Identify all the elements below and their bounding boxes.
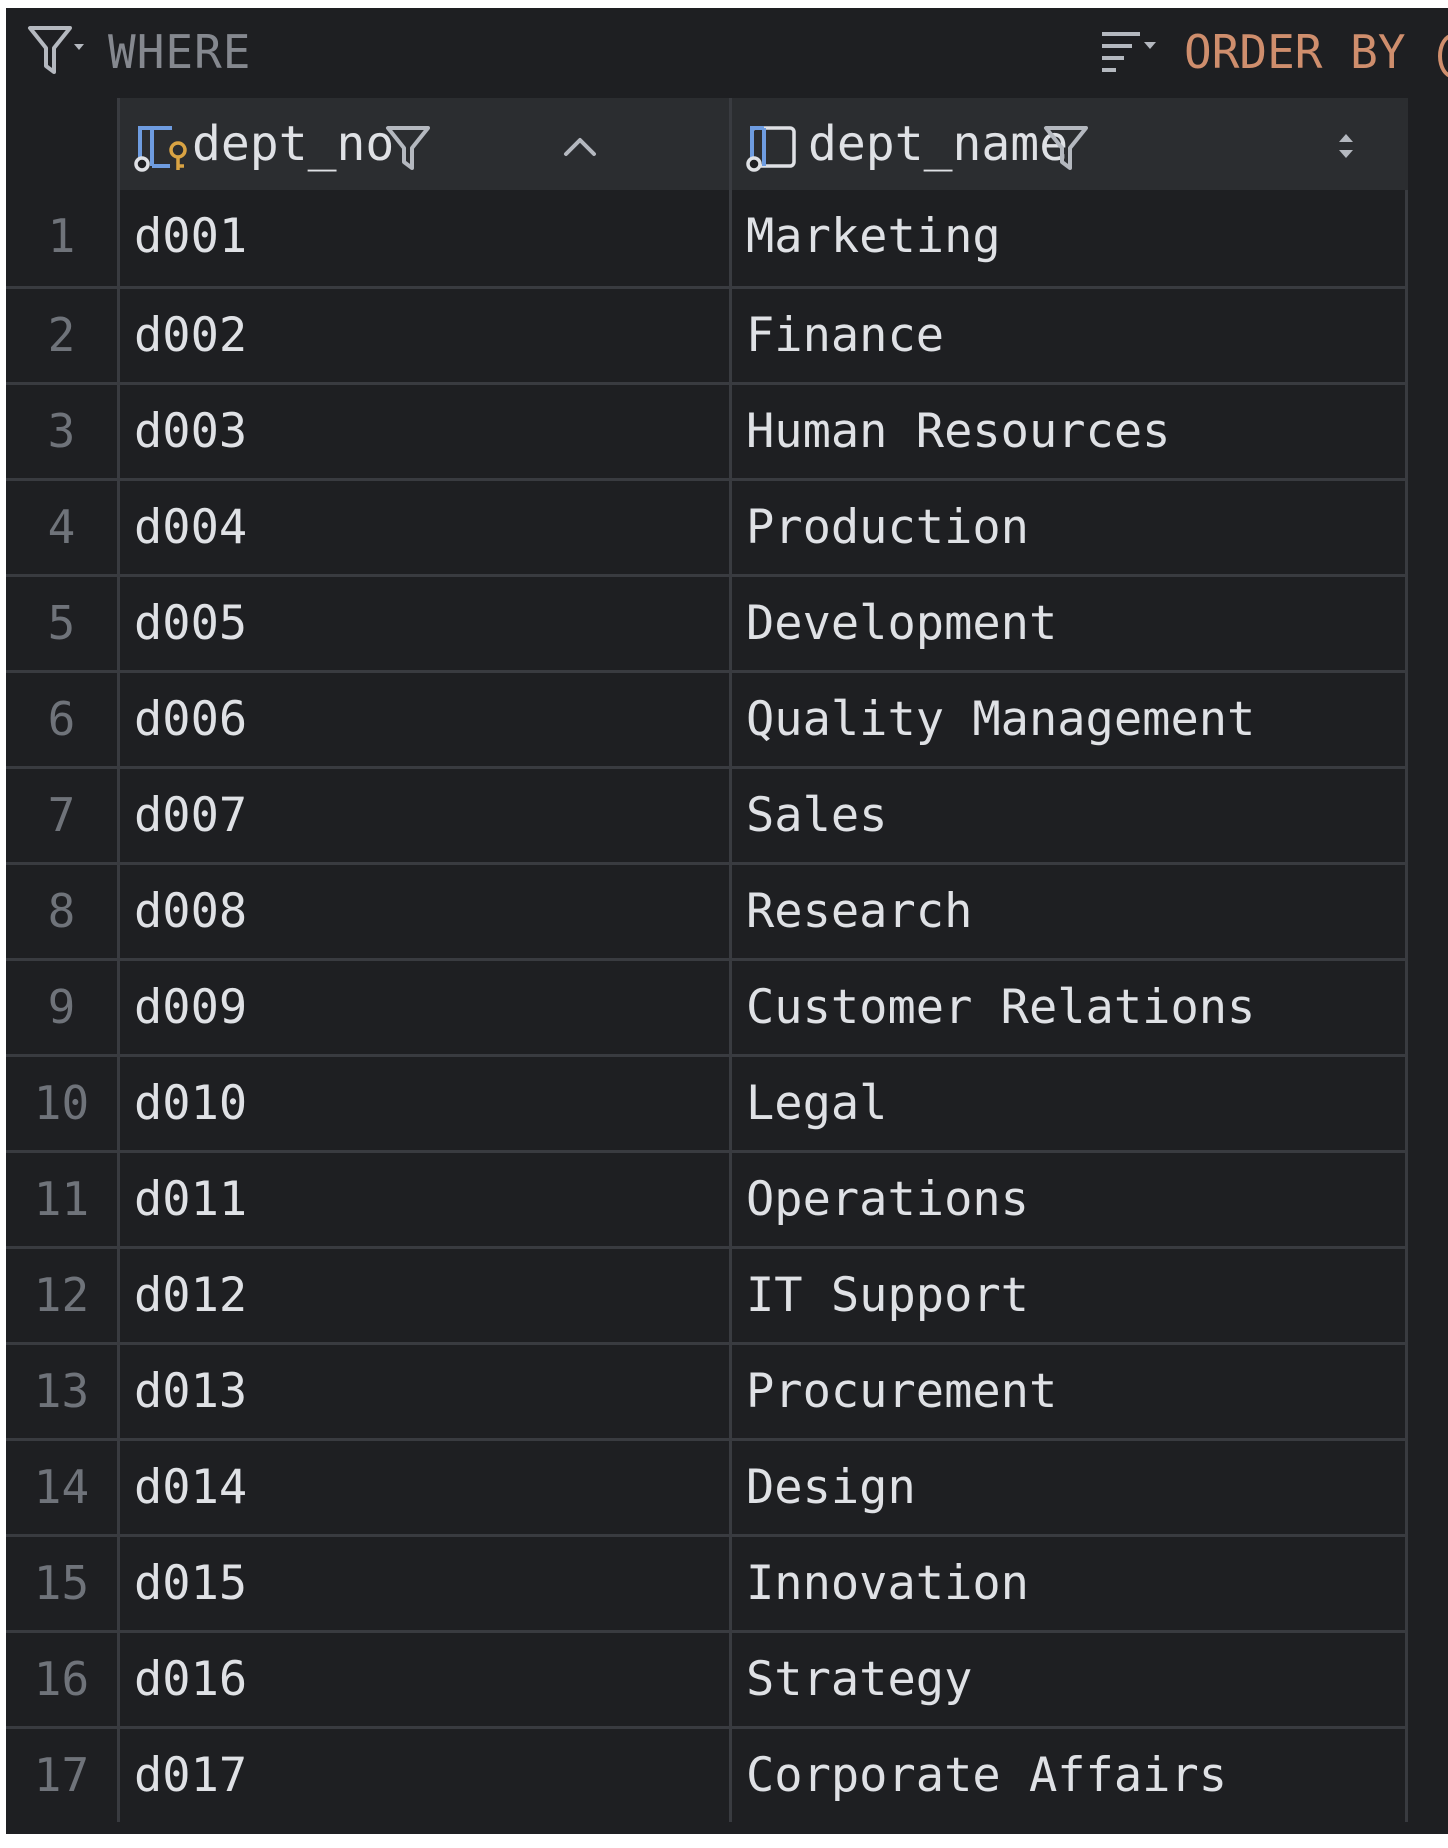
cell-dept-no[interactable]: d011 — [120, 1153, 732, 1246]
row-number[interactable]: 9 — [6, 961, 120, 1054]
row-number[interactable]: 1 — [6, 190, 120, 286]
row-number[interactable]: 16 — [6, 1633, 120, 1726]
cell-dept-no[interactable]: d005 — [120, 577, 732, 670]
cell-dept-name[interactable]: Legal — [732, 1057, 1408, 1150]
column-label: dept_name — [808, 116, 1069, 172]
cell-dept-no[interactable]: d014 — [120, 1441, 732, 1534]
sort-ascending-icon[interactable] — [560, 128, 600, 164]
row-number[interactable]: 10 — [6, 1057, 120, 1150]
cell-dept-name[interactable]: Finance — [732, 289, 1408, 382]
cell-dept-no[interactable]: d002 — [120, 289, 732, 382]
cell-dept-no[interactable]: d003 — [120, 385, 732, 478]
table-row[interactable]: 7 d007 Sales — [6, 766, 1408, 862]
table-row[interactable]: 13 d013 Procurement — [6, 1342, 1408, 1438]
cell-dept-no[interactable]: d012 — [120, 1249, 732, 1342]
sort-lines-dropdown-icon[interactable] — [1100, 28, 1166, 78]
cell-dept-no[interactable]: d008 — [120, 865, 732, 958]
cell-dept-no[interactable]: d010 — [120, 1057, 732, 1150]
order-by-input[interactable]: ORDER BY — [1184, 25, 1406, 79]
table-row[interactable]: 11 d011 Operations — [6, 1150, 1408, 1246]
table-row[interactable]: 16 d016 Strategy — [6, 1630, 1408, 1726]
sort-toggle-icon[interactable] — [1326, 128, 1366, 164]
primary-key-column-icon — [134, 126, 187, 172]
order-by-overflow-glyph — [1438, 34, 1448, 78]
cell-dept-name[interactable]: Customer Relations — [732, 961, 1408, 1054]
table-row[interactable]: 3 d003 Human Resources — [6, 382, 1408, 478]
cell-dept-no[interactable]: d016 — [120, 1633, 732, 1726]
row-number[interactable]: 11 — [6, 1153, 120, 1246]
table-row[interactable]: 17 d017 Corporate Affairs — [6, 1726, 1408, 1822]
table-row[interactable]: 5 d005 Development — [6, 574, 1408, 670]
table-row[interactable]: 8 d008 Research — [6, 862, 1408, 958]
cell-dept-name[interactable]: Design — [732, 1441, 1408, 1534]
table-body: 1 d001 Marketing 2 d002 Finance 3 d003 H… — [6, 190, 1408, 1822]
cell-dept-name[interactable]: Procurement — [732, 1345, 1408, 1438]
cell-dept-name[interactable]: Innovation — [732, 1537, 1408, 1630]
row-number[interactable]: 12 — [6, 1249, 120, 1342]
column-icon — [746, 126, 796, 172]
cell-dept-no[interactable]: d013 — [120, 1345, 732, 1438]
table-row[interactable]: 12 d012 IT Support — [6, 1246, 1408, 1342]
column-filter-icon[interactable] — [1042, 122, 1090, 172]
row-number[interactable]: 8 — [6, 865, 120, 958]
row-number[interactable]: 4 — [6, 481, 120, 574]
column-header-dept-no[interactable]: dept_no — [120, 98, 732, 190]
row-number[interactable]: 7 — [6, 769, 120, 862]
cell-dept-name[interactable]: Research — [732, 865, 1408, 958]
row-number[interactable]: 15 — [6, 1537, 120, 1630]
table-viewer: WHERE ORDER BY — [6, 8, 1448, 1834]
results-grid: dept_no dept_name — [6, 98, 1408, 1822]
row-number-header[interactable] — [6, 98, 120, 190]
cell-dept-no[interactable]: d015 — [120, 1537, 732, 1630]
cell-dept-name[interactable]: IT Support — [732, 1249, 1408, 1342]
cell-dept-name[interactable]: Production — [732, 481, 1408, 574]
cell-dept-name[interactable]: Corporate Affairs — [732, 1729, 1408, 1822]
row-number[interactable]: 17 — [6, 1729, 120, 1822]
filter-funnel-dropdown-icon[interactable] — [26, 24, 92, 78]
cell-dept-name[interactable]: Sales — [732, 769, 1408, 862]
cell-dept-name[interactable]: Development — [732, 577, 1408, 670]
cell-dept-name[interactable]: Quality Management — [732, 673, 1408, 766]
table-row[interactable]: 15 d015 Innovation — [6, 1534, 1408, 1630]
query-toolbar: WHERE ORDER BY — [6, 8, 1448, 98]
cell-dept-no[interactable]: d006 — [120, 673, 732, 766]
table-row[interactable]: 14 d014 Design — [6, 1438, 1408, 1534]
table-row[interactable]: 10 d010 Legal — [6, 1054, 1408, 1150]
row-number[interactable]: 6 — [6, 673, 120, 766]
where-filter-input[interactable]: WHERE — [108, 25, 252, 79]
row-number[interactable]: 14 — [6, 1441, 120, 1534]
table-row[interactable]: 1 d001 Marketing — [6, 190, 1408, 286]
row-number[interactable]: 5 — [6, 577, 120, 670]
column-header-dept-name[interactable]: dept_name — [732, 98, 1408, 190]
row-number[interactable]: 2 — [6, 289, 120, 382]
table-row[interactable]: 4 d004 Production — [6, 478, 1408, 574]
row-number[interactable]: 3 — [6, 385, 120, 478]
cell-dept-name[interactable]: Operations — [732, 1153, 1408, 1246]
row-number[interactable]: 13 — [6, 1345, 120, 1438]
table-row[interactable]: 9 d009 Customer Relations — [6, 958, 1408, 1054]
cell-dept-name[interactable]: Strategy — [732, 1633, 1408, 1726]
table-row[interactable]: 6 d006 Quality Management — [6, 670, 1408, 766]
cell-dept-name[interactable]: Marketing — [732, 190, 1408, 286]
cell-dept-no[interactable]: d007 — [120, 769, 732, 862]
grid-right-gutter — [1408, 98, 1448, 1834]
column-filter-icon[interactable] — [384, 122, 432, 172]
column-label: dept_no — [192, 116, 395, 172]
cell-dept-no[interactable]: d004 — [120, 481, 732, 574]
table-row[interactable]: 2 d002 Finance — [6, 286, 1408, 382]
column-header-row: dept_no dept_name — [6, 98, 1408, 190]
cell-dept-name[interactable]: Human Resources — [732, 385, 1408, 478]
cell-dept-no[interactable]: d017 — [120, 1729, 732, 1822]
cell-dept-no[interactable]: d001 — [120, 190, 732, 286]
cell-dept-no[interactable]: d009 — [120, 961, 732, 1054]
